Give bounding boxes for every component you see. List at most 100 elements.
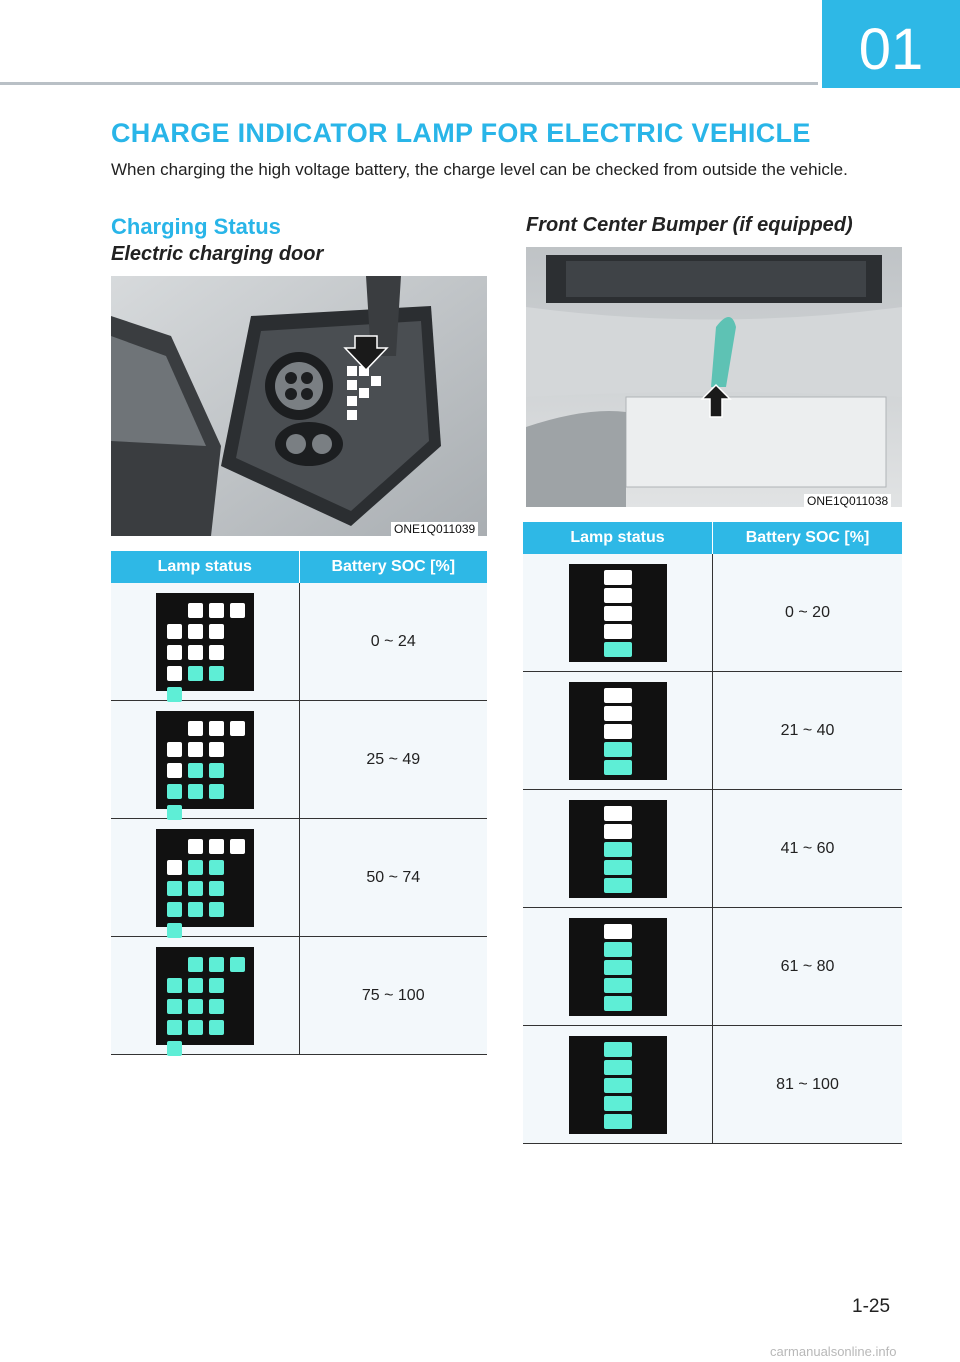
lamp-status-cell [111,701,299,820]
lamp-segment [208,998,224,1014]
page-title: CHARGE INDICATOR LAMP FOR ELECTRIC VEHIC… [111,118,811,148]
lamp-segment [166,1040,182,1056]
lamp-indicator-grid [155,828,254,938]
lamp-status-cell [523,790,712,907]
left-subheading: Electric charging door [111,243,324,265]
lamp-segment [208,623,224,639]
lamp-segment [208,1019,224,1035]
lamp-segment [187,783,203,799]
lamp-segment [187,901,203,917]
lamp-segment [166,859,182,875]
chapter-number: 01 [858,17,924,82]
lamp-segment [603,723,632,739]
lamp-segment [208,880,224,896]
lamp-segment [187,602,203,618]
lamp-indicator-grid [155,710,254,820]
right-subheading: Front Center Bumper (if equipped) [526,214,853,236]
lamp-segment [166,762,182,778]
lamp-segment [166,783,182,799]
lamp-segment [603,859,632,875]
lamp-segment [166,644,182,660]
table-header: Lamp status Battery SOC [%] [523,522,902,554]
lamp-segment [187,956,203,972]
lamp-status-cell [523,554,712,671]
lamp-status-cell [523,908,712,1025]
lamp-segment [208,783,224,799]
table-header: Lamp status Battery SOC [%] [111,551,487,583]
lamp-segment [166,901,182,917]
lamp-indicator-bar [568,799,667,898]
lamp-segment [208,720,224,736]
lamp-segment [187,1019,203,1035]
lamp-segment [603,587,632,603]
lamp-segment [208,644,224,660]
lamp-segment [229,720,245,736]
lamp-segment [229,838,245,854]
lamp-segment [603,623,632,639]
battery-soc-cell: 0 ~ 20 [712,554,902,671]
lamp-segment [603,705,632,721]
lamp-segment [603,1077,632,1093]
battery-soc-cell: 21 ~ 40 [712,672,902,789]
table-row: 41 ~ 60 [523,790,902,908]
lamp-segment [166,998,182,1014]
lamp-segment [208,741,224,757]
chapter-tab: 01 [822,0,960,88]
lamp-segment [187,838,203,854]
lamp-segment [166,741,182,757]
charging-door-illustration [111,276,487,536]
lamp-indicator-grid [155,946,254,1056]
lamp-segment [603,687,632,703]
header-lamp-status: Lamp status [570,529,665,546]
lamp-indicator-bar [568,563,667,662]
lamp-status-cell [111,819,299,938]
lamp-segment [187,977,203,993]
lamp-segment [603,1095,632,1111]
lamp-segment [208,602,224,618]
lamp-segment [603,841,632,857]
header-battery-soc: Battery SOC [%] [298,551,488,583]
lamp-segment [208,859,224,875]
lamp-segment [603,569,632,585]
lamp-segment [603,1113,632,1129]
lamp-segment [166,1019,182,1035]
lamp-segment [187,880,203,896]
lamp-segment [187,762,203,778]
lamp-segment [603,923,632,939]
lamp-segment [187,665,203,681]
lamp-segment [187,623,203,639]
lamp-segment [208,665,224,681]
lamp-segment [187,998,203,1014]
lamp-segment [229,956,245,972]
lamp-segment [166,665,182,681]
lamp-indicator-grid [155,592,254,702]
lamp-indicator-bar [568,1035,667,1134]
page-number: 1-25 [852,1296,891,1317]
battery-soc-cell: 50 ~ 74 [298,819,488,936]
lamp-segment [208,977,224,993]
lamp-segment [603,741,632,757]
battery-soc-cell: 0 ~ 24 [298,583,488,700]
table-row: 81 ~ 100 [523,1026,902,1144]
table-row: 0 ~ 20 [523,554,902,672]
left-image-code: ONE1Q011039 [391,522,479,537]
lamp-segment [603,759,632,775]
table-row: 0 ~ 24 [111,583,488,702]
table-row: 50 ~ 74 [111,819,488,938]
front-bumper-illustration [526,247,902,507]
battery-soc-cell: 25 ~ 49 [298,701,488,818]
lamp-segment [208,901,224,917]
lamp-segment [166,880,182,896]
lamp-status-cell [523,1026,712,1143]
table-row: 25 ~ 49 [111,701,488,820]
lamp-segment [166,804,182,820]
table-row: 61 ~ 80 [523,908,902,1026]
table-row: 21 ~ 40 [523,672,902,790]
lamp-segment [166,686,182,702]
right-image-code: ONE1Q011038 [804,494,892,509]
lamp-segment [603,805,632,821]
battery-soc-cell: 81 ~ 100 [712,1026,902,1143]
lamp-segment [603,995,632,1011]
lamp-segment [603,1059,632,1075]
